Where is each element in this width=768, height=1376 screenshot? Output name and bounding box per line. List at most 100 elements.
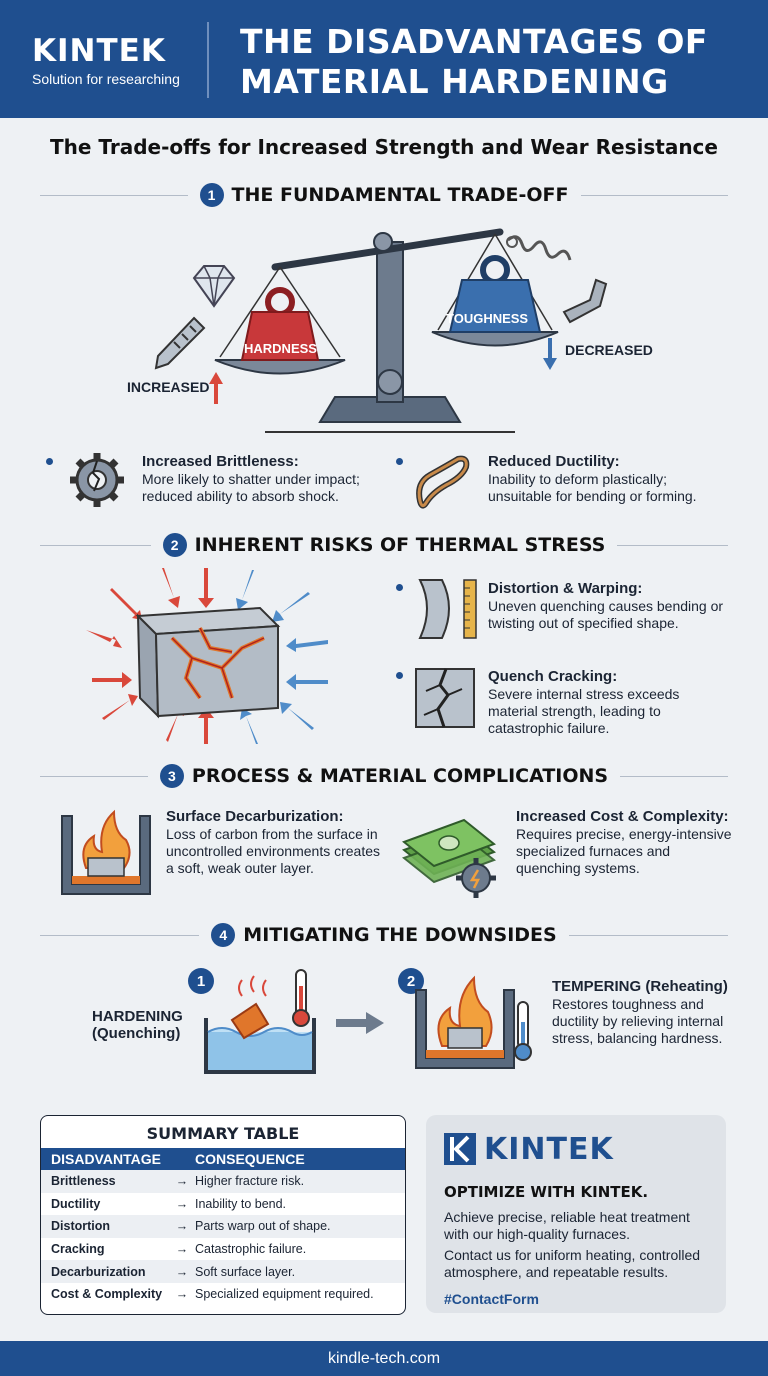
brittleness-title: Increased Brittleness: [142,453,299,470]
cracked-gear-icon [70,453,124,507]
cost-complexity-text: Requires precise, energy-intensive speci… [516,826,732,876]
section-1-title: THE FUNDAMENTAL TRADE-OFF [231,184,569,206]
brand-name: KINTEK [32,33,166,69]
table-cell: Cost & Complexity [51,1287,163,1302]
brittleness-item: Increased Brittleness: More likely to sh… [142,453,382,505]
hardening-label: HARDENING (Quenching) [92,1008,183,1042]
cta-heading: OPTIMIZE WITH KINTEK. [444,1183,649,1201]
section-4-number: 4 [211,923,236,947]
table-cell: Cracking [51,1242,105,1257]
table-cell: Specialized equipment required. [195,1287,374,1302]
decarburization-title: Surface Decarburization: [166,808,344,825]
tempering-furnace-icon [415,975,532,1069]
arrow-icon: → [175,1287,189,1302]
arrow-down-icon [543,338,557,370]
decarburization-text: Loss of carbon from the surface in uncon… [166,826,381,876]
section-1-header: 1 THE FUNDAMENTAL TRADE-OFF [40,180,728,210]
table-cell: Catastrophic failure. [195,1242,307,1257]
section-4-title: MITIGATING THE DOWNSIDES [243,924,557,946]
brand-tagline: Solution for researching [32,71,180,87]
arrow-right-icon [336,1012,384,1034]
furnace-fire-icon [61,809,151,895]
bullet-dot [396,584,403,591]
table-cell: Distortion [51,1219,111,1234]
step-1-number: 1 [188,968,214,994]
tempering-item: TEMPERING (Reheating) Restores toughness… [552,978,742,1047]
cracked-plate-icon [415,668,475,728]
spring-icon [506,235,572,261]
bullet-dot [396,672,403,679]
quench-cracking-text: Severe internal stress exceeds material … [488,686,680,736]
tempering-title: TEMPERING (Reheating) [552,978,728,995]
cta-logo[interactable]: KINTEK [444,1129,708,1169]
section-4-header: 4 MITIGATING THE DOWNSIDES [40,920,728,950]
bent-rod-icon [416,455,470,509]
summary-table-body: Brittleness → Higher fracture risk. Ductil… [41,1170,405,1306]
header-banner: KINTEK Solution for researching THE DISA… [0,0,768,118]
footer-url[interactable]: kindle-tech.com [0,1341,768,1376]
cta-panel: KINTEK OPTIMIZE WITH KINTEK. Achieve pre… [426,1115,726,1313]
table-cell: Inability to bend. [195,1196,287,1211]
header-divider [207,22,209,98]
cta-paragraph-1: Achieve precise, reliable heat treatment… [444,1209,690,1242]
page-title: THE DISADVANTAGES OF MATERIAL HARDENING [240,22,708,101]
diamond-icon [192,265,236,308]
distortion-text: Uneven quenching causes bending or twist… [488,598,724,631]
ductility-item: Reduced Ductility: Inability to deform p… [488,453,728,505]
table-cell: Higher fracture risk. [195,1174,305,1189]
arrow-icon: → [175,1174,189,1189]
section-3-header: 3 PROCESS & MATERIAL COMPLICATIONS [40,761,728,791]
balance-scale-icon [214,228,559,433]
page-subtitle: The Trade-offs for Increased Strength an… [50,135,718,159]
section-1-number: 1 [199,183,224,207]
table-cell: Soft surface layer. [195,1264,296,1279]
kintek-logo-icon [444,1133,476,1165]
money-gear-icon [401,818,497,898]
cta-brand-name: KINTEK [484,1131,614,1167]
table-cell: Decarburization [51,1264,146,1279]
bullet-dot [396,458,403,465]
table-header-cell: DISADVANTAGE [51,1151,161,1167]
table-cell: Ductility [51,1196,101,1211]
section-2-number: 2 [162,533,187,557]
table-row: Decarburization → Soft surface layer. [41,1260,405,1283]
bent-bar-icon [562,278,608,324]
stressed-block-icon [86,568,328,744]
quench-cracking-title: Quench Cracking: [488,668,618,685]
brand-logo[interactable]: KINTEK Solution for researching [32,34,180,88]
arrow-icon: → [175,1264,189,1279]
tempering-text: Restores toughness and ductility by reli… [552,996,724,1046]
cost-complexity-title: Increased Cost & Complexity: [516,808,729,825]
distortion-title: Distortion & Warping: [488,580,643,597]
contact-form-link[interactable]: #ContactForm [444,1291,539,1307]
section-2-title: INHERENT RISKS OF THERMAL STRESS [194,534,606,556]
ductility-title: Reduced Ductility: [488,453,620,470]
summary-table: SUMMARY TABLE DISADVANTAGE CONSEQUENCE B… [40,1115,406,1315]
table-row: Cracking → Catastrophic failure. [41,1238,405,1261]
increased-label: INCREASED [127,379,210,395]
arrow-up-icon [209,372,223,404]
table-header-cell: CONSEQUENCE [195,1151,305,1167]
table-row: Distortion → Parts warp out of shape. [41,1215,405,1238]
table-row: Cost & Complexity → Specialized equipment … [41,1283,405,1306]
cost-complexity-item: Increased Cost & Complexity: Requires pr… [516,808,736,877]
table-cell: Brittleness [51,1174,116,1189]
step-2-number: 2 [398,968,424,994]
hardness-weight-label: HARDNESS [244,341,317,356]
drill-bit-icon [154,316,206,370]
summary-table-header: DISADVANTAGE CONSEQUENCE [41,1148,405,1170]
table-row: Brittleness → Higher fracture risk. [41,1170,405,1193]
section-2-header: 2 INHERENT RISKS OF THERMAL STRESS [40,530,728,560]
arrow-icon: → [175,1219,189,1234]
quench-tank-icon [204,969,316,1074]
arrow-icon: → [175,1196,189,1211]
decarburization-item: Surface Decarburization: Loss of carbon … [166,808,386,877]
table-row: Ductility → Inability to bend. [41,1193,405,1216]
table-cell: Parts warp out of shape. [195,1219,331,1234]
warped-plate-icon [418,579,477,639]
arrow-icon: → [175,1242,189,1257]
brittleness-text: More likely to shatter under impact; red… [142,471,360,504]
ductility-text: Inability to deform plastically; unsuita… [488,471,697,504]
bullet-dot [46,458,53,465]
decreased-label: DECREASED [565,342,653,358]
